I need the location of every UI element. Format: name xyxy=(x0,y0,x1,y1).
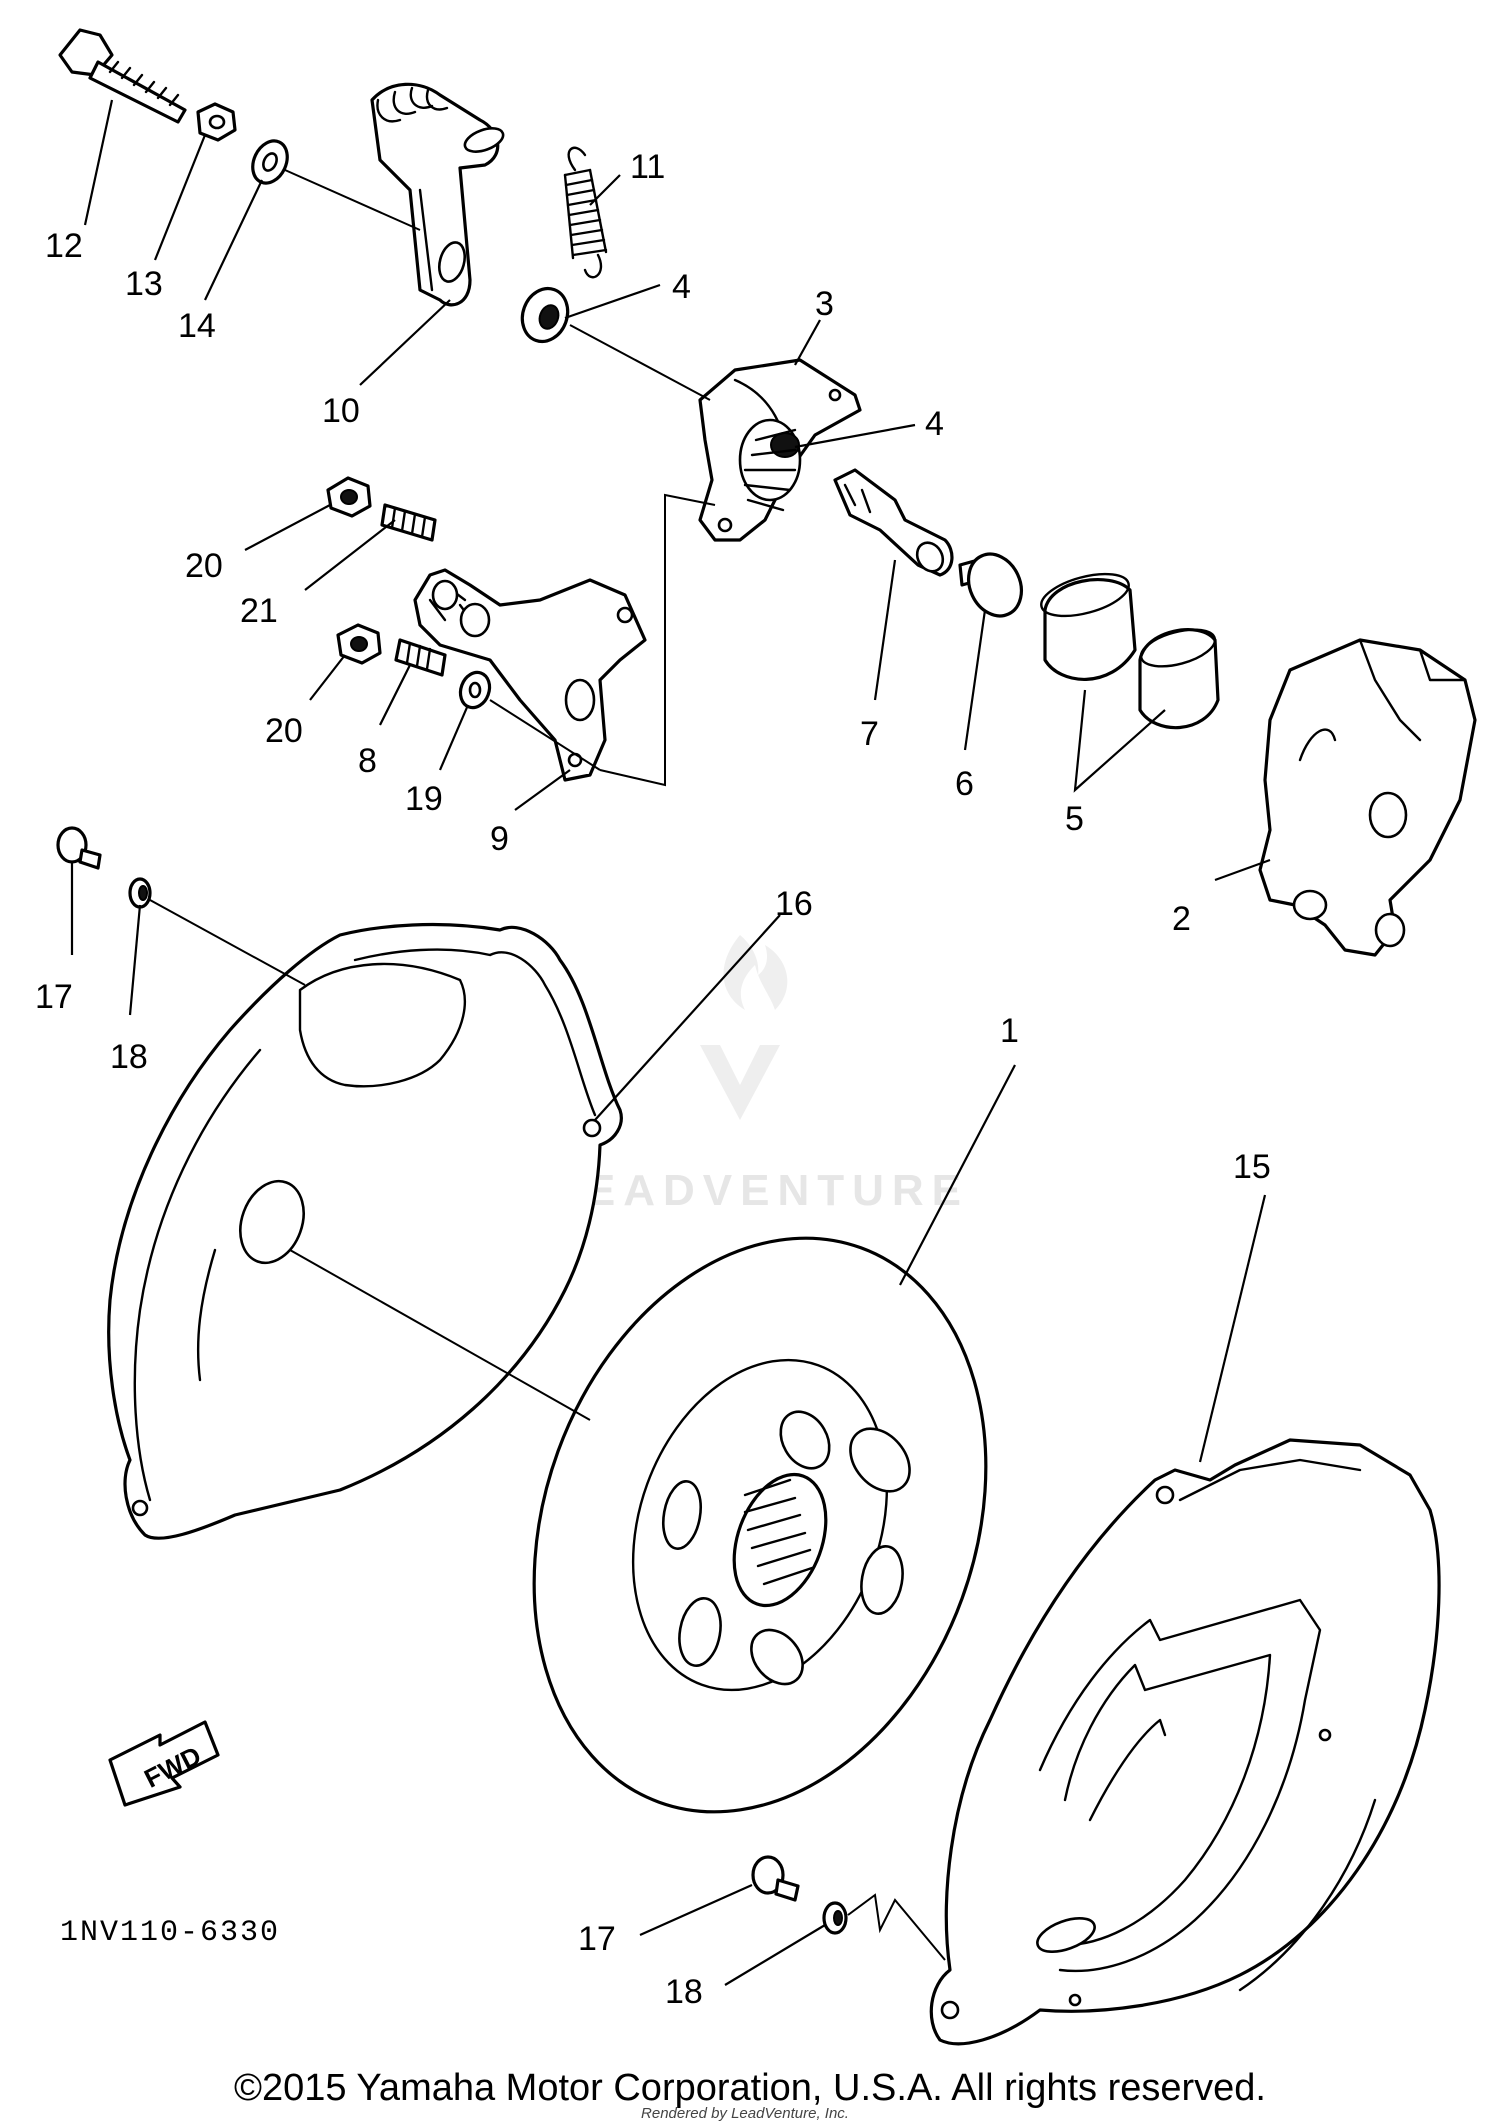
part-1-brake-disc[interactable] xyxy=(457,1174,1063,1875)
diagram-code: 1NV110-6330 xyxy=(60,1916,280,1950)
callout-18-upper: 18 xyxy=(110,1038,148,1076)
part-19-washer[interactable] xyxy=(456,668,495,711)
callout-20-lower: 20 xyxy=(265,712,303,750)
part-18-washer-upper[interactable] xyxy=(128,877,152,909)
callout-11: 11 xyxy=(630,148,665,186)
watermark-text: LEADVENTURE xyxy=(551,1166,969,1215)
callout-1: 1 xyxy=(1000,1012,1019,1050)
part-12-bolt[interactable] xyxy=(58,28,187,124)
callout-14: 14 xyxy=(178,307,216,345)
callout-15: 15 xyxy=(1233,1148,1271,1186)
part-8-stud[interactable] xyxy=(394,638,447,677)
callout-6: 6 xyxy=(955,765,974,803)
callout-17-lower: 17 xyxy=(578,1920,616,1958)
callout-12: 12 xyxy=(45,227,83,265)
part-21-stud[interactable] xyxy=(380,503,437,542)
callout-21: 21 xyxy=(240,592,278,630)
part-16-dust-cover[interactable] xyxy=(107,922,623,1540)
part-15-brake-cover[interactable] xyxy=(929,1438,1441,2046)
part-17-bolt-lower[interactable] xyxy=(751,1855,800,1902)
callout-2: 2 xyxy=(1172,900,1191,938)
part-3-caliper-plate[interactable] xyxy=(698,358,862,542)
callout-16: 16 xyxy=(775,885,813,923)
part-11-spring[interactable] xyxy=(563,146,608,279)
part-13-nut[interactable] xyxy=(196,102,237,142)
callout-3: 3 xyxy=(815,285,834,323)
part-20-nut-upper[interactable] xyxy=(326,476,372,518)
part-6-adjuster[interactable] xyxy=(958,545,1031,624)
rendered-by-text: Rendered by LeadVenture, Inc. xyxy=(641,2105,849,2122)
callout-7: 7 xyxy=(860,715,879,753)
part-18-washer-lower[interactable] xyxy=(822,1901,848,1935)
part-9-bracket[interactable] xyxy=(413,568,647,782)
callout-4-upper: 4 xyxy=(672,268,691,306)
callout-18-lower: 18 xyxy=(665,1973,703,2011)
callout-4-lower: 4 xyxy=(925,405,944,443)
callout-8: 8 xyxy=(358,742,377,780)
part-5-piston-a[interactable] xyxy=(1037,566,1137,681)
leadventure-watermark: LEADVENTURE xyxy=(551,935,969,1215)
callout-9: 9 xyxy=(490,820,509,858)
part-10-lever-arm[interactable] xyxy=(370,82,506,307)
callout-20-upper: 20 xyxy=(185,547,223,585)
assembly-lines xyxy=(149,169,946,1961)
callout-17-upper: 17 xyxy=(35,978,73,1016)
callout-10: 10 xyxy=(322,392,360,430)
callout-13: 13 xyxy=(125,265,163,303)
leader-lines xyxy=(70,99,1271,1986)
fwd-arrow-icon: FWD xyxy=(108,1720,220,1807)
part-5-piston-b[interactable] xyxy=(1137,623,1220,730)
part-7-camshaft[interactable] xyxy=(833,468,954,577)
callout-5: 5 xyxy=(1065,800,1084,838)
part-4-seal-upper[interactable] xyxy=(515,282,575,348)
part-20-nut-lower[interactable] xyxy=(336,623,382,665)
callouts: 12 13 14 10 11 4 3 4 20 21 20 8 19 9 7 6… xyxy=(35,148,1271,2011)
part-14-washer[interactable] xyxy=(246,135,294,188)
callout-19: 19 xyxy=(405,780,443,818)
part-17-bolt-upper[interactable] xyxy=(56,826,102,870)
part-2-caliper-body[interactable] xyxy=(1258,638,1477,957)
copyright-text: ©2015 Yamaha Motor Corporation, U.S.A. A… xyxy=(234,2067,1266,2109)
